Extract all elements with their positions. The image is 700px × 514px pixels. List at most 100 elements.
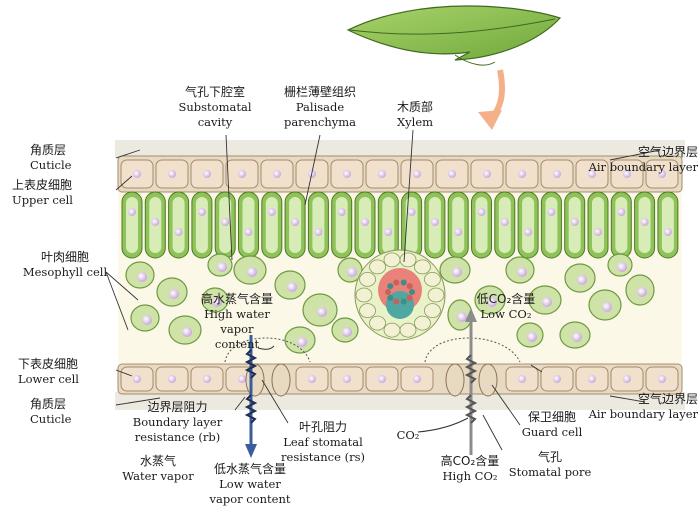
- substomatal-cn: 气孔下腔室: [184, 85, 245, 99]
- xylem-vessel: [387, 283, 394, 290]
- nucleus: [273, 170, 281, 178]
- nucleus: [361, 218, 369, 226]
- palisade-cell-interior: [195, 197, 208, 253]
- nucleus: [378, 375, 386, 383]
- nucleus: [314, 228, 323, 236]
- high-water-en1: High water: [204, 307, 270, 321]
- air-boundary-layer-top: [115, 140, 685, 158]
- mesophyll-en: Mesophyll cell: [22, 265, 108, 279]
- bundle-sheath-cell: [424, 271, 441, 287]
- cuticle-bottom-cn: 角质层: [30, 397, 67, 411]
- bundle-sheath-cell: [359, 271, 376, 287]
- upper-cell-en: Upper cell: [12, 193, 73, 207]
- nucleus: [570, 218, 579, 226]
- nucleus: [238, 375, 246, 383]
- bundle-sheath-cell: [399, 322, 417, 338]
- high-co2-label: 高CO₂含量 High CO₂: [430, 454, 510, 484]
- air-bottom-en: Air boundary layer: [588, 407, 698, 421]
- palisade-cn: 栅栏薄壁组织: [283, 85, 356, 99]
- nucleus: [203, 170, 211, 178]
- palisade-cell-interior: [335, 197, 348, 253]
- nucleus: [317, 307, 327, 317]
- low-water-cn: 低水蒸气含量: [213, 462, 286, 476]
- nucleus: [577, 275, 587, 285]
- palisade-cell-interior: [615, 197, 628, 253]
- nucleus: [553, 170, 561, 178]
- air-boundary-top-label: 空气边界层 Air boundary layer: [578, 145, 698, 175]
- cuticle-bottom-en: Cuticle: [30, 412, 72, 426]
- bundle-sheath-cell: [427, 287, 445, 303]
- nucleus: [477, 208, 486, 216]
- nucleus: [448, 170, 456, 178]
- xylem-vessel: [409, 289, 415, 295]
- water-vapor-arrow: [244, 335, 275, 458]
- nucleus: [137, 272, 147, 282]
- stomatal-pore-label: 气孔 Stomatal pore: [505, 450, 595, 480]
- nucleus: [342, 327, 352, 337]
- nucleus: [553, 375, 561, 383]
- xylem-vessel: [387, 294, 394, 301]
- upper-epidermis: [117, 155, 683, 193]
- boundary-res-en2: resistance (rb): [134, 430, 221, 444]
- low-co2-label: 低CO₂含量 Low CO₂: [456, 292, 556, 322]
- palisade-en1: Palisade: [295, 100, 345, 114]
- water-vapor-cn: 水蒸气: [139, 454, 176, 468]
- bundle-sheath-cell: [359, 303, 376, 319]
- palisade-cell-interior: [661, 197, 674, 253]
- nucleus: [623, 375, 631, 383]
- air-boundary-bottom-label: 空气边界层 Air boundary layer: [578, 392, 698, 422]
- high-water-en2: vapor: [220, 322, 254, 336]
- nucleus: [174, 228, 183, 236]
- palisade-cell-interior: [312, 197, 325, 253]
- nucleus: [640, 218, 649, 226]
- nucleus: [452, 267, 462, 277]
- nucleus: [483, 170, 491, 178]
- spongy-mesophyll-cells: [125, 253, 655, 354]
- nucleus: [594, 228, 602, 236]
- bundle-sheath-cell: [399, 252, 417, 268]
- nucleus: [454, 228, 463, 236]
- water-vapor-label: 水蒸气 Water vapor: [118, 454, 198, 484]
- boundary-resistance-label: 边界层阻力 Boundary layer resistance (rb): [115, 400, 240, 445]
- nucleus: [524, 228, 533, 236]
- nucleus: [212, 297, 222, 307]
- bundle-sheath-cell: [383, 252, 401, 268]
- xylem-vessel: [400, 279, 407, 286]
- nucleus: [238, 170, 246, 178]
- bundle-sheath-cell: [355, 287, 373, 303]
- nucleus: [291, 218, 300, 226]
- nucleus: [133, 375, 141, 383]
- palisade-cell-interior: [452, 197, 465, 253]
- high-water-vapor-label: 高水蒸气含量 High water vapor content: [182, 292, 292, 352]
- nucleus: [343, 375, 351, 383]
- air-boundary-layer-bottom: [115, 392, 685, 410]
- nucleus: [517, 267, 527, 277]
- nucleus: [602, 302, 612, 312]
- bundle-sheath-cell: [369, 259, 386, 275]
- xylem-vessel: [393, 298, 400, 305]
- nucleus: [343, 170, 351, 178]
- palisade-cell-interior: [265, 197, 278, 253]
- xylem-cn: 木质部: [396, 100, 433, 114]
- high-water-en3: content: [214, 337, 260, 351]
- palisade-cell-interior: [126, 197, 138, 253]
- nucleus: [588, 170, 596, 178]
- palisade-cell-interior: [475, 197, 488, 253]
- nucleus: [168, 170, 176, 178]
- palisade-cell-interior: [405, 197, 418, 253]
- nucleus: [169, 289, 179, 299]
- nucleus: [572, 332, 582, 342]
- palisade-label: 栅栏薄壁组织 Palisade parenchyma: [255, 85, 385, 130]
- co2-label: CO₂: [393, 428, 423, 443]
- palisade-cell-interior: [172, 197, 185, 253]
- nucleus: [297, 337, 307, 347]
- leaf-stomatal-resistance-label: 叶孔阻力 Leaf stomatal resistance (rs): [268, 420, 378, 465]
- nucleus: [527, 332, 537, 342]
- guard-cell-label: 保卫细胞 Guard cell: [512, 410, 592, 440]
- nucleus: [267, 208, 276, 216]
- nucleus: [500, 218, 509, 226]
- xylem-vessel: [406, 294, 413, 301]
- air-top-en: Air boundary layer: [588, 160, 698, 174]
- xylem-vessel: [406, 283, 413, 290]
